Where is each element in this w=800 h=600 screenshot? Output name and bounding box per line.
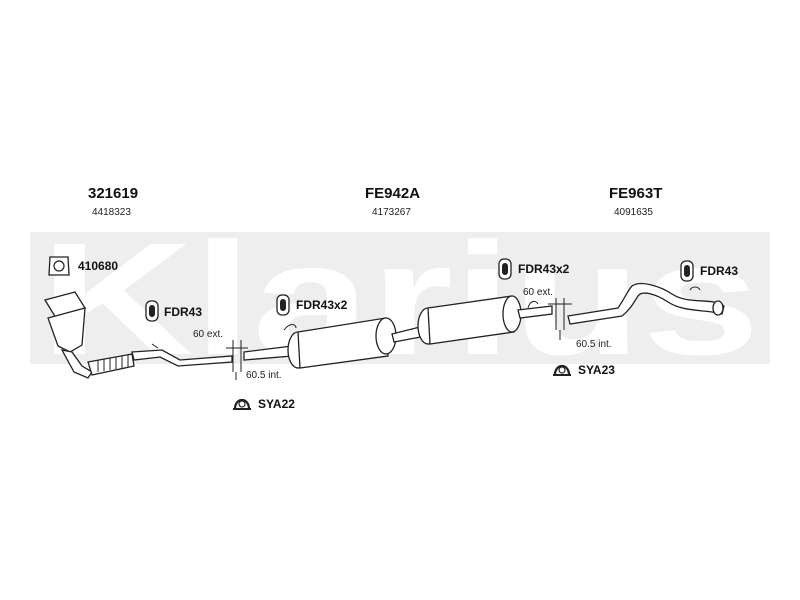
catalytic-converter: [43, 291, 93, 379]
joint-marker-1: [226, 340, 248, 380]
dimension-ext-2: 60 ext.: [523, 287, 554, 298]
rubber-mount-label-2: FDR43x2: [296, 298, 348, 312]
rubber-mount-label-4: FDR43: [700, 264, 739, 278]
watermark-text: Klarius: [40, 232, 760, 364]
oe-number-3: 4091635: [614, 207, 653, 218]
dimension-int-2: 60.5 int.: [576, 339, 612, 350]
rubber-mount-icon: [680, 260, 694, 282]
oe-number-2: 4173267: [372, 207, 411, 218]
rubber-mount-label-1: FDR43: [164, 305, 203, 319]
tail-pipe: [567, 282, 725, 325]
dimension-int-1: 60.5 int.: [246, 370, 282, 381]
gasket-label: 410680: [78, 259, 119, 273]
part-number-2: FE942A: [365, 185, 421, 202]
joint-marker-2: [548, 298, 572, 340]
rubber-mount-icon: [498, 258, 512, 280]
clamp-icon: [553, 364, 571, 376]
front-pipe: [87, 343, 233, 376]
rubber-mount-icon: [145, 300, 159, 322]
middle-silencer: [243, 295, 553, 369]
dimension-ext-1: 60 ext.: [193, 329, 224, 340]
clamp-label-2: SYA23: [578, 363, 615, 377]
clamp-label-1: SYA22: [258, 397, 295, 411]
rubber-mount-label-3: FDR43x2: [518, 262, 570, 276]
rubber-mount-icon: [276, 294, 290, 316]
part-number-3: FE963T: [609, 185, 663, 202]
gasket-icon: [48, 256, 70, 276]
oe-number-1: 4418323: [92, 207, 131, 218]
part-number-1: 321619: [88, 185, 139, 202]
clamp-icon: [233, 398, 251, 410]
klarius-watermark: Klarius: [30, 232, 770, 364]
